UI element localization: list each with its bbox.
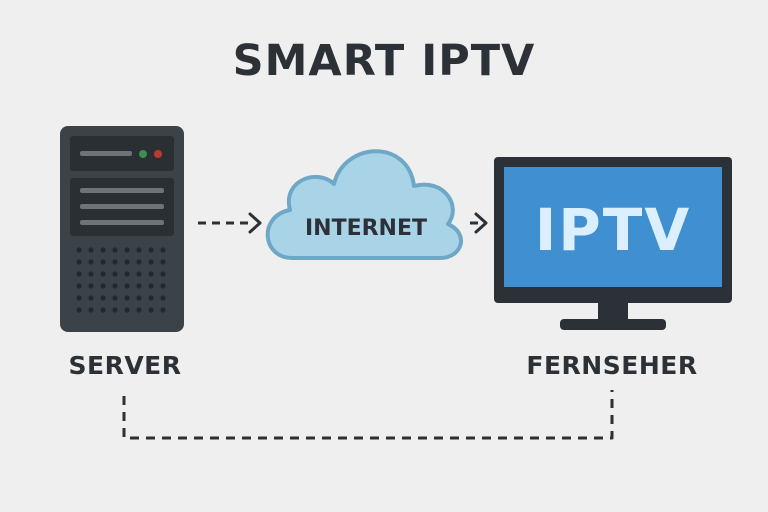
vent-dot: [76, 271, 82, 277]
vent-dot: [136, 271, 142, 277]
vent-dot: [88, 247, 94, 253]
diagram-title: SMART IPTV: [232, 36, 536, 86]
vent-dot: [100, 307, 106, 313]
status-led-red: [154, 150, 162, 158]
vent-dot: [88, 271, 94, 277]
vent-dot: [76, 307, 82, 313]
vent-dot: [100, 295, 106, 301]
vent-dot: [88, 295, 94, 301]
vent-dot: [148, 259, 154, 265]
vent-dot: [100, 271, 106, 277]
vent-dot: [124, 295, 130, 301]
vent-dot: [112, 247, 118, 253]
vent-dot: [160, 307, 166, 313]
dashed-connection: [122, 390, 614, 440]
vent-dot: [136, 247, 142, 253]
vent-dot: [148, 283, 154, 289]
vent-dot: [160, 295, 166, 301]
vent-dot: [88, 283, 94, 289]
vent-dot: [124, 307, 130, 313]
vent-dot: [124, 259, 130, 265]
tv-icon: IPTV: [494, 157, 732, 330]
vent-dot: [160, 247, 166, 253]
vent-dot: [136, 307, 142, 313]
tv-screen: [504, 167, 722, 287]
vent-dot: [160, 283, 166, 289]
vent-dot: [112, 271, 118, 277]
vent-dot: [136, 259, 142, 265]
arrow-right-icon: [198, 212, 262, 234]
vent-dot: [148, 307, 154, 313]
tv-screen-text: IPTV: [535, 196, 692, 264]
server-icon: [60, 126, 184, 332]
vent-dot: [112, 295, 118, 301]
tv-label: FERNSEHER: [526, 351, 698, 380]
vent-dot: [160, 259, 166, 265]
vent-dot: [148, 271, 154, 277]
cloud-label: INTERNET: [305, 216, 427, 241]
vent-dot: [112, 259, 118, 265]
vent-dot: [88, 259, 94, 265]
vent-dot: [124, 271, 130, 277]
server-label: SERVER: [68, 351, 182, 380]
vent-dot: [76, 259, 82, 265]
vent-dot: [76, 247, 82, 253]
vent-dot: [100, 247, 106, 253]
vent-dot: [136, 283, 142, 289]
vent-dot: [112, 307, 118, 313]
vent-dot: [148, 295, 154, 301]
vent-dot: [76, 295, 82, 301]
status-led-green: [139, 150, 147, 158]
vent-dot: [124, 283, 130, 289]
vent-dot: [88, 307, 94, 313]
vent-dot: [136, 295, 142, 301]
vent-dot: [124, 247, 130, 253]
arrow-right-icon: [470, 212, 488, 234]
vent-dot: [112, 283, 118, 289]
vent-dot: [76, 283, 82, 289]
vent-dot: [100, 283, 106, 289]
vent-dot: [100, 259, 106, 265]
vent-grille: [76, 247, 166, 313]
vent-dot: [160, 271, 166, 277]
vent-dot: [148, 247, 154, 253]
cloud-icon: INTERNET: [265, 149, 463, 260]
